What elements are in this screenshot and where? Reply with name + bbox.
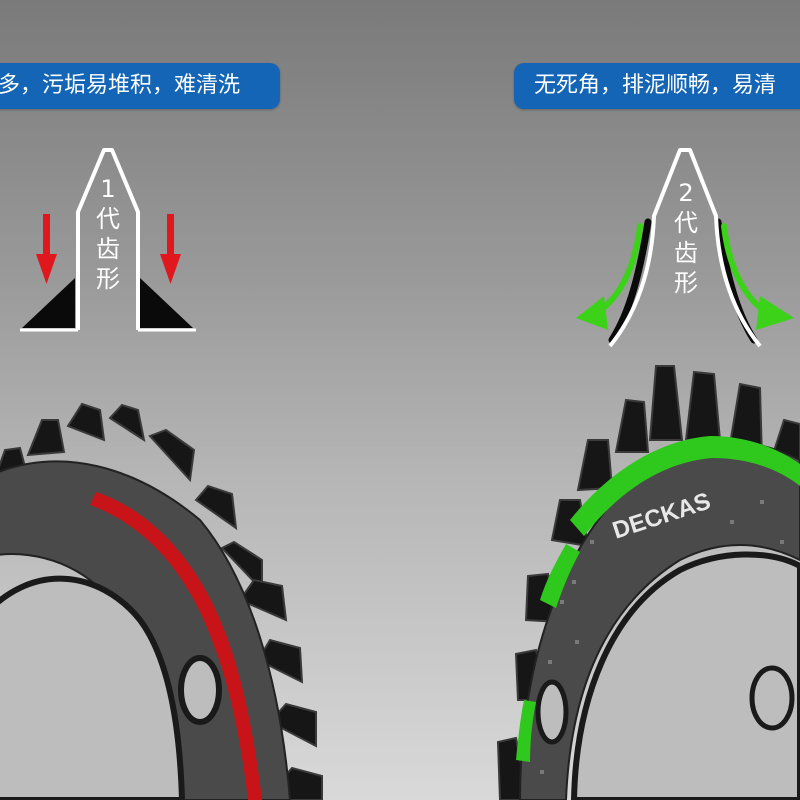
tooth-profile-gen1: [20, 148, 196, 332]
chainring-gen1-teeth: [0, 402, 323, 800]
chainring-gen1: [0, 402, 323, 800]
chainring-gen2: DECKAS: [496, 365, 800, 800]
green-arrow-right: [721, 223, 794, 330]
gen1-caption-banner: 多，污垢易堆积，难清洗: [0, 63, 280, 109]
gen1-char2: 齿: [96, 235, 120, 263]
gen1-number: 1: [100, 175, 116, 203]
green-arrow-left: [576, 223, 643, 330]
gen2-caption-banner: 无死角，排泥顺畅，易清: [514, 63, 800, 109]
gen2-char2: 齿: [674, 239, 698, 267]
gen2-caption-text: 无死角，排泥顺畅，易清: [534, 73, 777, 98]
gen1-char1: 代: [96, 205, 120, 233]
gen1-tooth-label: 1 代 齿 形: [93, 174, 123, 294]
gen2-tooth-label: 2 代 齿 形: [671, 178, 701, 298]
gen1-caption-text: 多，污垢易堆积，难清洗: [0, 73, 241, 98]
gen2-number: 2: [678, 179, 694, 207]
gen2-char1: 代: [674, 209, 698, 237]
red-arrow-right: [160, 214, 181, 284]
red-arrow-left: [36, 214, 57, 284]
gen1-char3: 形: [96, 265, 120, 293]
gen2-char3: 形: [674, 269, 698, 297]
tooth-profile-gen2: [576, 148, 794, 348]
